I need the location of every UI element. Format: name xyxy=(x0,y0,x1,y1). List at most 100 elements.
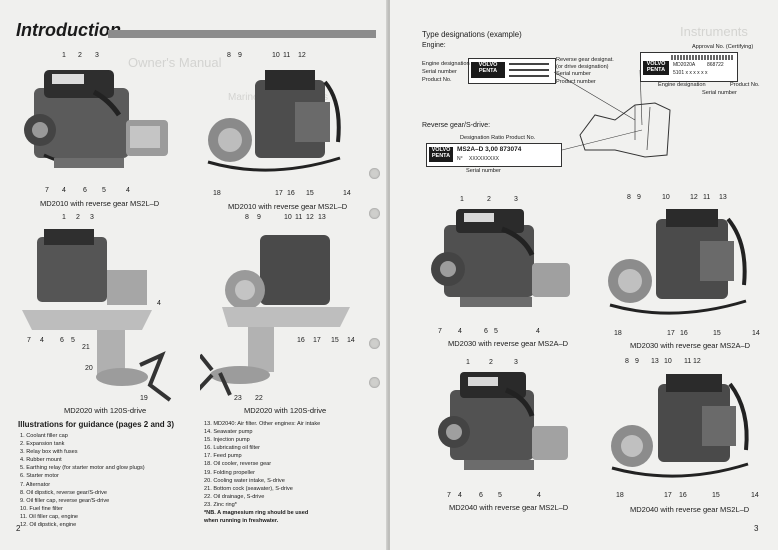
legend-footnote: *NB. A magnesium ring should be used whe… xyxy=(204,510,309,525)
plate-label: Serial number xyxy=(422,69,457,75)
callout-number: 12 xyxy=(690,194,698,201)
legend-item: 16. Lubricating oil filter xyxy=(204,445,260,452)
figure-caption: MD2040 with reverse gear MS2L–D xyxy=(630,505,750,514)
callout-number: 15 xyxy=(331,337,339,344)
page-number: 3 xyxy=(754,524,759,533)
legend-item: 13. MD2040: Air filter. Other engines: A… xyxy=(204,421,321,427)
legend-item: 1. Coolant filler cap xyxy=(20,433,68,439)
legend-item: 11. Oil filler cap, engine xyxy=(20,513,79,520)
figure-caption: MD2030 with reverse gear MS2A–D xyxy=(630,341,751,350)
legend-column-2: 13. MD2040: Air filter. Other engines: A… xyxy=(204,420,322,525)
callout-number: 11 xyxy=(703,194,711,201)
callout-number: 10 xyxy=(662,194,670,201)
plate-label: Product No. xyxy=(422,77,452,83)
reverse-gear-plate: VOLVO PENTA MS2A–D 3,00 873074 N° XXXXXX… xyxy=(426,143,562,167)
callout-number: 6 xyxy=(60,337,64,344)
callout-number: 2 xyxy=(76,214,80,221)
engine-illustration-md2040-front xyxy=(434,368,574,486)
plate-label: Serial number xyxy=(556,71,591,77)
callout-number: 19 xyxy=(140,395,148,402)
callout-number: 8 xyxy=(245,214,249,221)
callout-number: 12 xyxy=(306,214,314,221)
callout-number: 6 xyxy=(83,187,87,194)
boat-stern-outline xyxy=(575,95,675,165)
reverse-gear-label: Reverse gear/S-drive: xyxy=(422,122,491,129)
page-number: 2 xyxy=(16,524,21,533)
callout-number: 18 xyxy=(616,492,624,499)
callout-number: 4 xyxy=(40,337,44,344)
legend-item: 2. Expansion tank xyxy=(20,441,65,448)
binder-hole xyxy=(369,338,380,349)
legend-item: 8. Oil dipstick, reverse gear/S-drive xyxy=(20,489,108,496)
callout-number: 10 xyxy=(664,358,672,365)
callout-number: 3 xyxy=(95,52,99,59)
approval-plate: VOLVO PENTA MD2020A 868722 5101 x x x x … xyxy=(640,52,738,82)
callout-number: 14 xyxy=(347,337,355,344)
bleed-through-text: Owner's Manual xyxy=(128,55,222,70)
callout-number: 4 xyxy=(458,492,462,499)
callout-number: 15 xyxy=(712,492,720,499)
callout-number: 22 xyxy=(255,395,263,402)
callout-number: 1 xyxy=(62,52,66,59)
callout-number: 16 xyxy=(287,190,295,197)
callout-number: 11 xyxy=(283,52,291,59)
callout-number: 7 xyxy=(27,337,31,344)
callout-number: 9 xyxy=(238,52,242,59)
legend-item: 19. Folding propeller xyxy=(204,469,255,476)
callout-number: 14 xyxy=(752,330,760,337)
legend-item: 15. Injection pump xyxy=(204,437,250,444)
legend-item: 18. Oil cooler, reverse gear xyxy=(204,461,272,468)
binder-hole xyxy=(369,168,380,179)
callout-number: 12 xyxy=(298,52,306,59)
callout-number: 11 xyxy=(295,214,303,221)
callout-number: 17 xyxy=(313,337,321,344)
right-page: Instruments Type designations (example) … xyxy=(390,0,778,550)
legend-item: 6. Starter motor xyxy=(20,473,59,480)
callout-number: 10 xyxy=(272,52,280,59)
callout-number: 9 xyxy=(257,214,261,221)
callout-number: 5 xyxy=(494,328,498,335)
callout-number: 20 xyxy=(85,365,93,372)
reverse-plate-serial-prefix: N° xyxy=(457,156,463,162)
engine-illustration-md2010-front xyxy=(14,60,179,185)
callout-number: 9 xyxy=(637,194,641,201)
engine-illustration-md2020-sdrive-side xyxy=(200,225,360,405)
legend-item: 7. Alternator xyxy=(20,481,51,488)
callout-number: 6 xyxy=(484,328,488,335)
figure-caption: MD2010 with reverse gear MS2L–D xyxy=(40,199,160,208)
legend-item: 23. Zinc ring* xyxy=(204,501,237,508)
figure-caption: MD2040 with reverse gear MS2L–D xyxy=(449,503,569,512)
callout-number: 13 xyxy=(651,358,659,365)
legend-item: 5. Earthing relay (for starter motor and… xyxy=(20,465,145,472)
callout-number: 10 xyxy=(284,214,292,221)
legend-item: 4. Rubber mount xyxy=(20,457,62,464)
legend-item: 9. Oil filler cap, reverse gear/S-drive xyxy=(20,497,110,504)
callout-number: 7 xyxy=(45,187,49,194)
page-title: Introduction xyxy=(16,20,121,40)
callout-number: 14 xyxy=(343,190,351,197)
callout-number: 7 xyxy=(447,492,451,499)
callout-number: 7 xyxy=(438,328,442,335)
callout-number: 11 xyxy=(684,358,692,365)
callout-number: 2 xyxy=(78,52,82,59)
bleed-through-text: Instruments xyxy=(680,24,748,39)
callout-number: 9 xyxy=(635,358,639,365)
left-page: Owner's Manual Marine Diesel Engines Int… xyxy=(0,0,388,550)
callout-number: 15 xyxy=(306,190,314,197)
callout-number: 1 xyxy=(62,214,66,221)
engine-id-plate: VOLVO PENTA xyxy=(468,58,556,84)
callout-number: 17 xyxy=(275,190,283,197)
callout-number: 1 xyxy=(460,196,464,203)
callout-number: 4 xyxy=(62,187,66,194)
figure-caption: MD2010 with reverse gear MS2L–D xyxy=(228,202,348,211)
legend-item: 22. Oil drainage, S-drive xyxy=(204,493,265,500)
legend-item: 20. Cooling water intake, S-drive xyxy=(204,477,285,484)
approval-code: 868722 xyxy=(707,62,724,68)
binder-hole xyxy=(369,377,380,388)
volvo-penta-logo: VOLVO PENTA xyxy=(471,62,505,78)
volvo-penta-logo: VOLVO PENTA xyxy=(429,147,453,162)
engine-label: Engine: xyxy=(422,42,446,49)
callout-number: 13 xyxy=(719,194,727,201)
title-rule xyxy=(108,30,376,38)
legend-item: 10. Fuel fine filter xyxy=(20,505,63,512)
